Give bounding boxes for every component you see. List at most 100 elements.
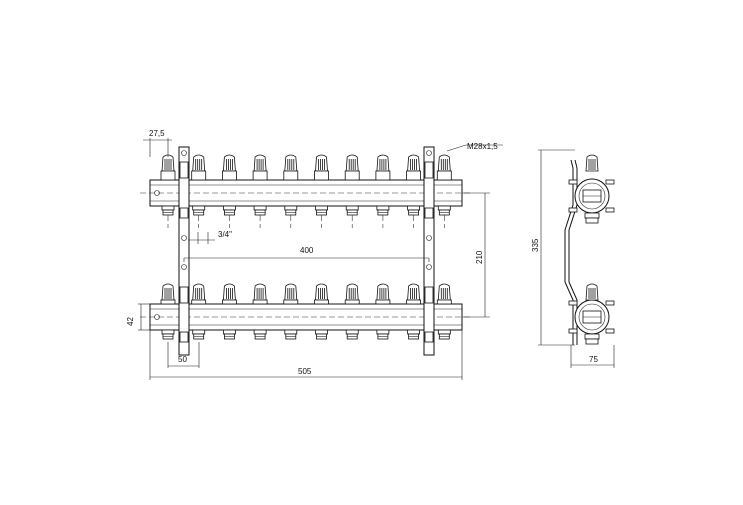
dimension-lines — [138, 138, 615, 380]
fitting-nut — [192, 329, 206, 335]
outlet-valve — [283, 283, 299, 340]
fitting-nut — [345, 205, 359, 211]
valve-cap — [407, 283, 421, 301]
fitting-nut — [161, 329, 175, 335]
valve-collar — [191, 170, 207, 181]
side-valve-cap — [585, 283, 599, 301]
clamp-bolt — [605, 179, 615, 185]
outlet-valve — [406, 154, 422, 228]
manifold-bar — [140, 283, 470, 340]
fitting-nut — [345, 329, 359, 335]
outlet-valve — [314, 283, 329, 340]
bracket-clamp — [424, 286, 434, 304]
side-view — [564, 154, 615, 345]
clamp-bolt — [568, 179, 578, 185]
valve-cap — [161, 283, 175, 301]
outlet-valve — [283, 154, 299, 228]
mounting-bracket — [178, 146, 190, 356]
side-manifold-section — [568, 154, 615, 224]
valve-collar — [252, 170, 268, 181]
bracket-hole — [181, 264, 187, 270]
bracket-clamp — [424, 331, 434, 343]
valve-collar — [406, 170, 422, 181]
valve-cap — [253, 154, 267, 172]
bracket-clamp — [424, 161, 434, 179]
mounting-bracket — [423, 146, 435, 356]
end-plug — [154, 190, 160, 196]
valve-collar — [344, 299, 360, 305]
clamp-bolt — [568, 207, 578, 213]
outlet-valve — [252, 154, 268, 228]
valve-collar — [283, 170, 299, 181]
valve-cap — [222, 283, 236, 301]
outlet-valve — [406, 283, 422, 340]
bracket-clamp — [179, 161, 189, 179]
bracket-clamp — [424, 207, 434, 219]
valve-collar — [221, 170, 237, 181]
outlet-valve — [436, 154, 452, 228]
valve-collar — [314, 299, 329, 305]
valve-collar — [160, 170, 176, 181]
bracket-clamp — [179, 331, 189, 343]
valve-cap — [345, 154, 359, 172]
fitting-nut — [222, 205, 236, 211]
outlet-valve — [344, 154, 360, 228]
outlet-valve — [160, 154, 176, 228]
valve-cap — [345, 283, 359, 301]
bracket-hole — [181, 235, 187, 241]
dim-bar-height: 42 — [126, 317, 135, 326]
dim-thread: M28x1,5 — [467, 142, 498, 151]
valve-cap — [161, 154, 175, 172]
valve-collar — [283, 299, 299, 305]
fitting-nut — [376, 205, 390, 211]
outlet-valve — [344, 283, 360, 340]
valve-collar — [375, 299, 391, 305]
valve-cap — [192, 283, 206, 301]
outlet-valve — [221, 154, 237, 228]
manifold-bar — [140, 154, 470, 228]
bracket-hole — [181, 150, 187, 156]
valve-collar — [375, 170, 391, 181]
clamp-bolt — [605, 300, 615, 306]
fitting-nut — [253, 205, 267, 211]
front-view — [140, 146, 470, 356]
valve-cap — [437, 283, 451, 301]
bracket-hole — [426, 235, 432, 241]
clamp-bolt — [605, 207, 615, 213]
dim-top-offset: 27,5 — [149, 129, 165, 138]
fitting-nut — [407, 329, 421, 335]
dim-bracket-spacing: 400 — [300, 246, 314, 255]
valve-collar — [160, 299, 176, 305]
side-valve-cap — [585, 154, 599, 172]
fitting-nut — [222, 329, 236, 335]
dim-depth: 75 — [589, 355, 598, 364]
dim-bar-spacing: 210 — [475, 250, 484, 264]
valve-cap — [192, 154, 206, 172]
side-fitting — [585, 217, 599, 224]
dim-pipe-thread: 3/4" — [218, 230, 232, 239]
bracket-plate — [178, 146, 190, 356]
end-plug — [154, 314, 160, 320]
valve-collar — [191, 299, 207, 305]
dim-height: 335 — [531, 238, 540, 252]
dim-total-length: 505 — [298, 367, 312, 376]
outlet-valve — [221, 283, 237, 340]
valve-cap — [437, 154, 451, 172]
fitting-nut — [192, 205, 206, 211]
outlet-valve — [160, 283, 176, 340]
valve-cap — [315, 283, 328, 301]
valve-cap — [253, 283, 267, 301]
side-fitting — [585, 338, 599, 345]
fitting-nut — [376, 329, 390, 335]
valve-collar — [221, 299, 237, 305]
fitting-nut — [253, 329, 267, 335]
fitting-nut — [284, 205, 298, 211]
clamp-bolt — [568, 328, 578, 334]
valve-cap — [407, 154, 421, 172]
clamp-bolt — [605, 328, 615, 334]
manifold-section-inner — [578, 182, 606, 210]
outlet-valve — [436, 283, 452, 340]
outlet-valve — [375, 283, 391, 340]
